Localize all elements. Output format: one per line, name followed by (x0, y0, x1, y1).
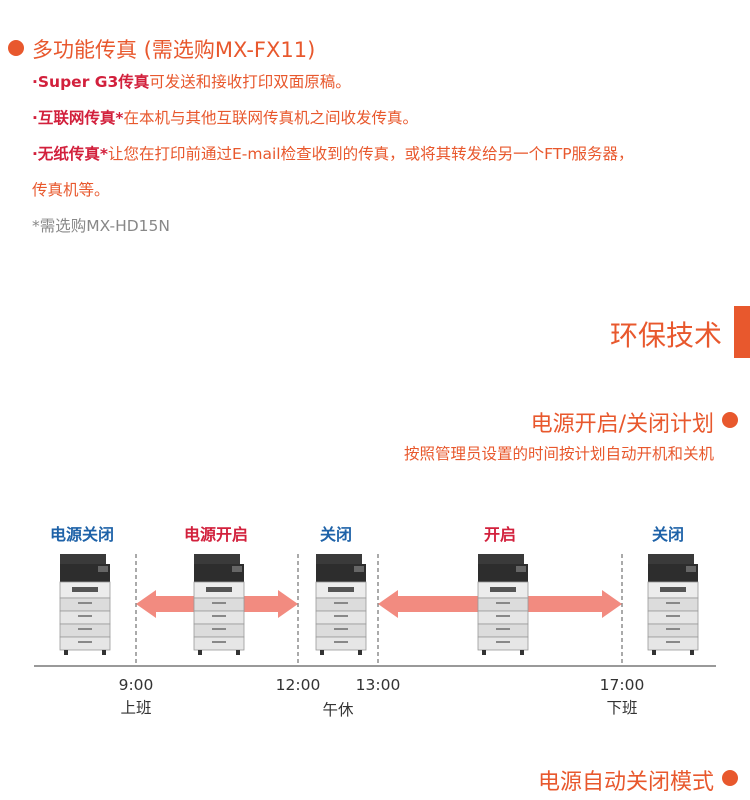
fax-line-1: ·Super G3传真可发送和接收打印双面原稿。 (32, 70, 351, 92)
time-4: 17:00 下班 (592, 676, 652, 718)
fax-line-3-bold: ·无纸传真* (32, 145, 108, 163)
fax-line-2: ·互联网传真*在本机与其他互联网传真机之间收发传真。 (32, 106, 418, 128)
fax-line-4: 传真机等。 (32, 178, 110, 200)
fax-line-1-bold: ·Super G3传真 (32, 73, 150, 91)
time-3-value: 13:00 (355, 676, 401, 694)
time-1-value: 9:00 (118, 676, 154, 694)
fax-line-3-text: 让您在打印前通过E-mail检查收到的传真，或将其转发给另一个FTP服务器， (108, 145, 634, 163)
time-1-label: 上班 (120, 699, 152, 717)
bullet-dot-icon (8, 40, 24, 56)
section-accent-bar (734, 306, 750, 358)
fax-line-2-bold: ·互联网传真* (32, 109, 124, 127)
auto-off-bullet-icon (722, 770, 738, 786)
section-title: 环保技术 (609, 319, 722, 352)
phase-label-1: 电源关闭 (50, 525, 115, 544)
schedule-title: 电源开启/关闭计划 (530, 412, 714, 437)
time-4-label: 下班 (606, 699, 638, 717)
schedule-bullet-icon (722, 412, 738, 428)
phase-label-2: 电源开启 (184, 525, 249, 544)
fax-line-3: ·无纸传真*让您在打印前通过E-mail检查收到的传真，或将其转发给另一个FTP… (32, 142, 634, 164)
time-4-value: 17:00 (599, 676, 645, 694)
phase-label-5: 关闭 (652, 525, 685, 544)
time-2-value: 12:00 (275, 676, 321, 694)
timeline-graphic (34, 553, 716, 667)
schedule-desc: 按照管理员设置的时间按计划自动开机和关机 (403, 445, 714, 463)
fax-line-4-text: 传真机等。 (32, 181, 110, 199)
auto-off-title: 电源自动关闭模式 (537, 770, 714, 795)
time-2: 12:00 (268, 676, 328, 694)
fax-note: *需选购MX-HD15N (32, 217, 170, 235)
phase-label-3: 关闭 (320, 525, 353, 544)
fax-title: 多功能传真 (需选购MX-FX11) (32, 38, 316, 62)
fax-line-2-text: 在本机与其他互联网传真机之间收发传真。 (123, 109, 419, 127)
phase-label-4: 开启 (484, 525, 517, 544)
time-3: 13:00 (348, 676, 408, 694)
time-1: 9:00 上班 (106, 676, 166, 718)
lunch-label: 午休 (322, 701, 354, 719)
fax-line-1-text: 可发送和接收打印双面原稿。 (149, 73, 351, 91)
